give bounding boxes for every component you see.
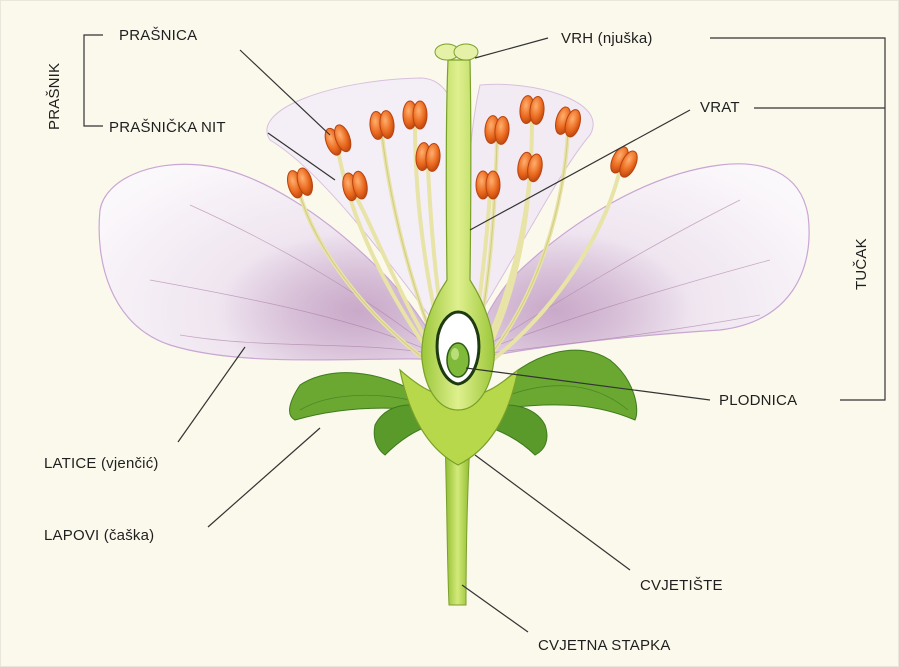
label-cvjetiste: CVJETIŠTE xyxy=(640,578,723,593)
label-vrh: VRH (njuška) xyxy=(561,31,653,46)
anther xyxy=(403,101,427,129)
label-cvjetna-stapka: CVJETNA STAPKA xyxy=(538,638,671,653)
label-prasnik: PRAŠNIK xyxy=(47,63,62,130)
ovule xyxy=(447,343,469,377)
label-plodnica: PLODNICA xyxy=(719,393,797,408)
anther xyxy=(415,142,441,172)
anther xyxy=(369,110,395,140)
label-latice: LATICE (vjenčić) xyxy=(44,456,159,471)
anther xyxy=(476,171,500,199)
anther xyxy=(519,95,545,125)
anther xyxy=(484,115,510,145)
label-prasnica: PRAŠNICA xyxy=(119,28,197,43)
label-tucak: TUČAK xyxy=(854,238,869,290)
label-vrat: VRAT xyxy=(700,100,740,115)
label-lapovi: LAPOVI (čaška) xyxy=(44,528,154,543)
label-prasnicka-nit: PRAŠNIČKA NIT xyxy=(109,120,226,135)
